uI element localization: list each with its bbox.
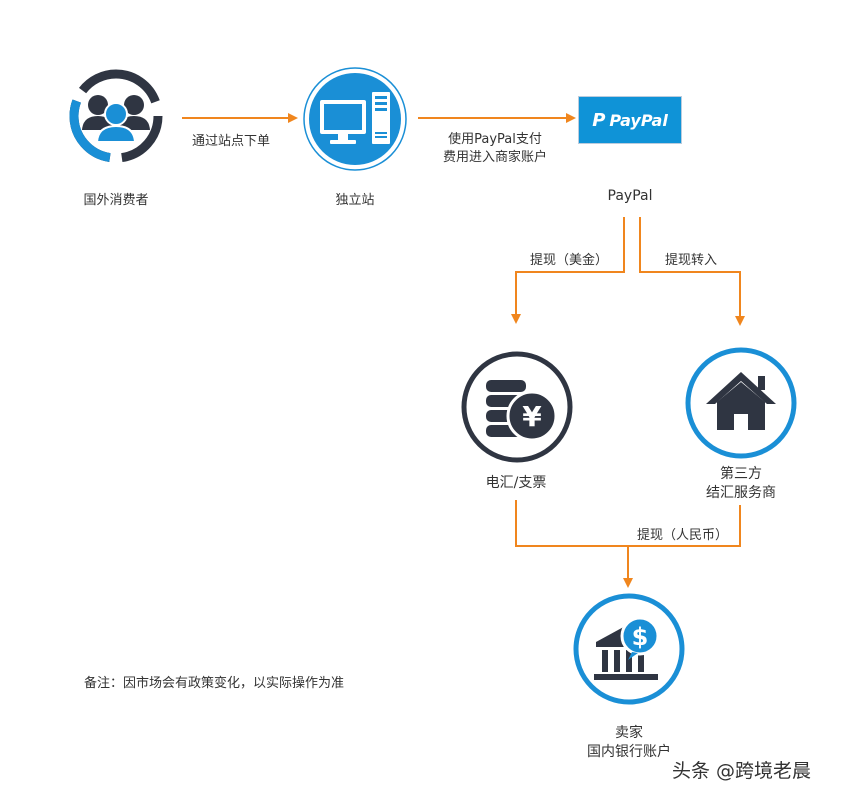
paypal-p-icon: P — [592, 109, 606, 131]
node-bank: $ — [572, 592, 686, 706]
arrow-paypal-to-wire — [511, 217, 625, 324]
node-paypal: P PayPal — [578, 96, 682, 144]
computer-icon — [303, 67, 407, 171]
watermark: 头条 @跨境老晨 — [672, 760, 812, 782]
users-group-icon — [69, 69, 163, 163]
site-label: 独立站 — [335, 193, 375, 208]
coin-stack-yen-icon: ¥ — [461, 351, 573, 463]
bank-label-line1: 卖家 — [615, 725, 643, 741]
edge-label-pay-line2: 费用进入商家账户 — [442, 150, 548, 165]
node-consumer — [66, 66, 166, 166]
node-site — [302, 66, 408, 172]
edge-label-withdraw-transfer: 提现转入 — [665, 253, 718, 268]
node-wire: ¥ — [460, 350, 574, 464]
bank-label-line2: 国内银行账户 — [587, 744, 671, 760]
footnote: 备注：因市场会有政策变化，以实际操作为准 — [84, 676, 345, 691]
node-provider — [684, 346, 798, 460]
edge-label-pay-line1: 使用PayPal支付 — [448, 132, 542, 147]
house-icon — [685, 347, 797, 459]
edge-label-withdraw-usd: 提现（美金） — [530, 253, 609, 268]
paypal-label: PayPal — [607, 188, 653, 204]
svg-text:$: $ — [632, 623, 649, 651]
provider-label-line2: 结汇服务商 — [706, 485, 776, 501]
paypal-logo-text: PayPal — [609, 110, 668, 130]
edge-label-withdraw-cny: 提现（人民币） — [637, 528, 729, 543]
bank-dollar-icon: $ — [573, 593, 685, 705]
wire-label: 电汇/支票 — [485, 475, 547, 491]
arrow-paypal-to-provider — [639, 217, 745, 326]
provider-label-line1: 第三方 — [720, 466, 762, 482]
consumer-label: 国外消费者 — [83, 193, 149, 208]
svg-text:¥: ¥ — [522, 400, 542, 433]
edge-label-order: 通过站点下单 — [192, 134, 271, 149]
